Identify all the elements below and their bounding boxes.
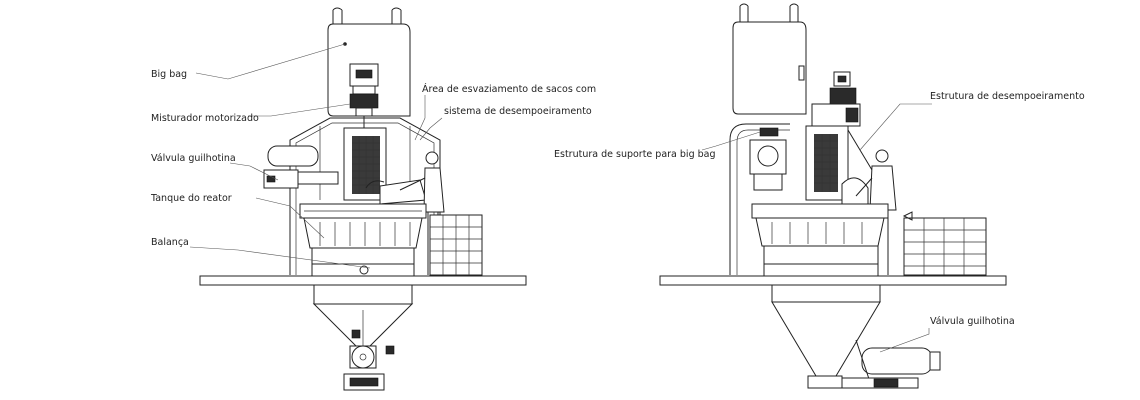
side-view: Estrutura de suporte para big bag Estrut… [554, 3, 1085, 389]
label-reactor-tank: Tanque do reator [150, 193, 232, 204]
side-mixer [811, 71, 861, 127]
side-big-bag [732, 3, 807, 115]
label-support-structure: Estrutura de suporte para big bag [554, 149, 716, 160]
label-gate-valve-front: Válvula guilhotina [151, 153, 236, 164]
front-bottom-valve [343, 329, 395, 391]
front-big-bag [327, 7, 411, 117]
label-bag-area-1: Área de esvaziamento de sacos com [422, 83, 596, 95]
side-cone [771, 284, 881, 389]
side-operator [855, 149, 897, 275]
label-dust-structure: Estrutura de desempoeiramento [930, 91, 1085, 102]
front-central-body [343, 127, 387, 201]
front-view: Big bag Misturador motorizado Válvula gu… [150, 7, 596, 391]
front-left-pipe [263, 145, 339, 189]
label-scale: Balança [151, 237, 189, 248]
side-gate-valve [841, 339, 941, 389]
front-scale [311, 263, 415, 277]
label-gate-valve-side: Válvula guilhotina [930, 316, 1015, 327]
label-bag-area-2: sistema de desempoeiramento [444, 106, 592, 117]
label-mixer: Misturador motorizado [151, 113, 259, 124]
side-support-structure [729, 123, 790, 275]
front-reactor-tank [299, 203, 427, 265]
side-reactor-tank [751, 203, 889, 277]
side-central-body [805, 125, 849, 201]
side-bag-stack [902, 211, 987, 276]
front-mixer [349, 85, 379, 128]
side-platform [659, 275, 1007, 286]
front-bag-stack [429, 214, 483, 276]
label-big-bag: Big bag [151, 69, 187, 80]
front-platform [199, 275, 527, 286]
